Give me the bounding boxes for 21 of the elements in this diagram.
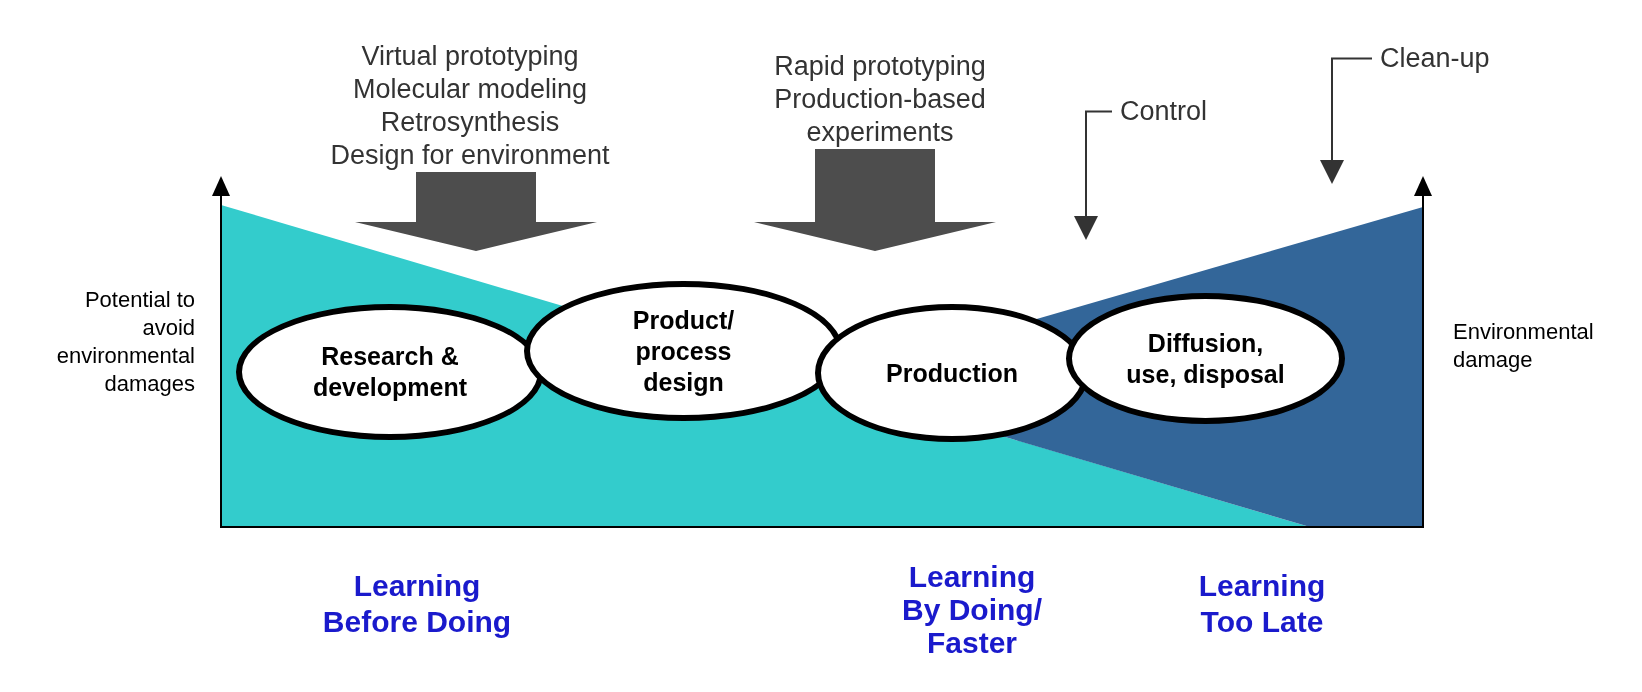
axis-label: Potential to avoid environmental damages: [55, 286, 195, 398]
stage-label: Diffusion, use, disposal: [1125, 327, 1286, 390]
phase-label: Learning Too Late: [1197, 568, 1327, 640]
phase-label: Learning Before Doing: [321, 568, 513, 640]
elbow-arrow: [1320, 57, 1373, 184]
axis-label: Environmental damage: [1453, 318, 1595, 374]
elbow-arrow: [1074, 110, 1113, 240]
method-text: Control: [1120, 95, 1209, 128]
method-text: Retrosynthesis: [379, 106, 561, 139]
method-text: Production-based experiments: [773, 83, 987, 149]
method-text: Design for environment: [329, 139, 611, 172]
phase-label: Learning By Doing/ Faster: [901, 560, 1043, 659]
stage-label: Production: [886, 357, 1018, 389]
stage-label: Research & development: [311, 341, 469, 403]
method-text: Clean-up: [1380, 42, 1491, 75]
block-arrow: [355, 172, 597, 251]
block-arrow: [754, 149, 996, 251]
stage-label: Product/ process design: [631, 304, 736, 398]
method-text: Molecular modeling: [351, 73, 589, 106]
method-text: Rapid prototyping: [773, 50, 987, 83]
method-text: Virtual prototyping: [360, 40, 580, 73]
